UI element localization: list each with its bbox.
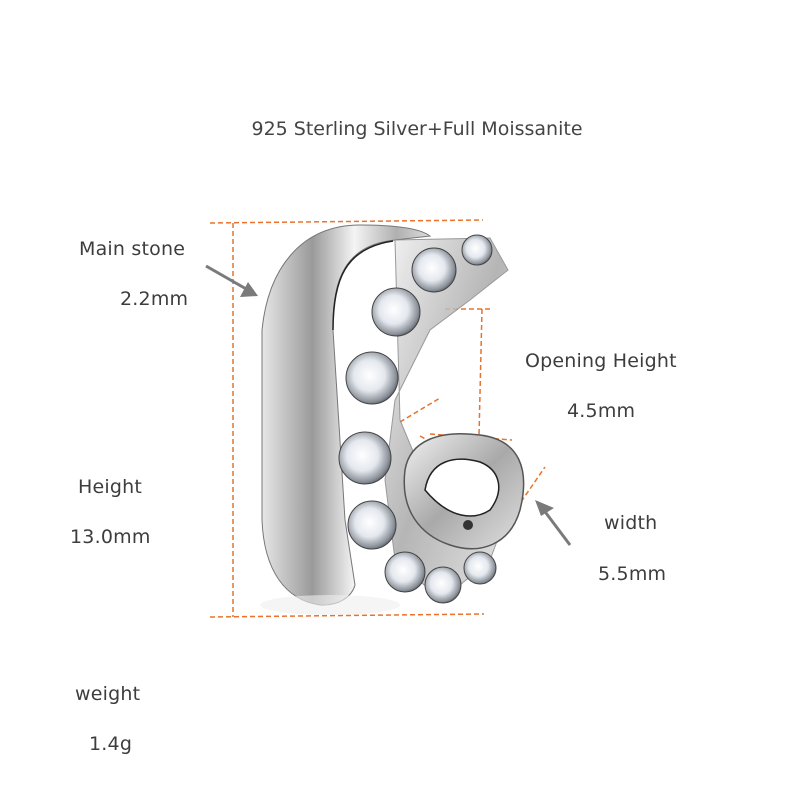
height-value: 13.0mm [70,526,151,548]
arrow-icon [535,500,572,546]
width-value: 5.5mm [598,563,667,585]
opening-height-value: 4.5mm [567,400,636,422]
moissanite-stones [338,234,497,604]
weight-value: 1.4g [89,733,133,755]
width-label: width [604,512,658,534]
height-label: Height [78,476,143,498]
weight-label: weight [75,683,141,705]
main-stone-label: Main stone [79,238,186,260]
opening-height-label: Opening Height [525,350,677,372]
arrow-icon [205,264,258,297]
main-stone-value: 2.2mm [120,288,189,310]
product-title: 925 Sterling Silver+Full Moissanite [251,118,583,140]
